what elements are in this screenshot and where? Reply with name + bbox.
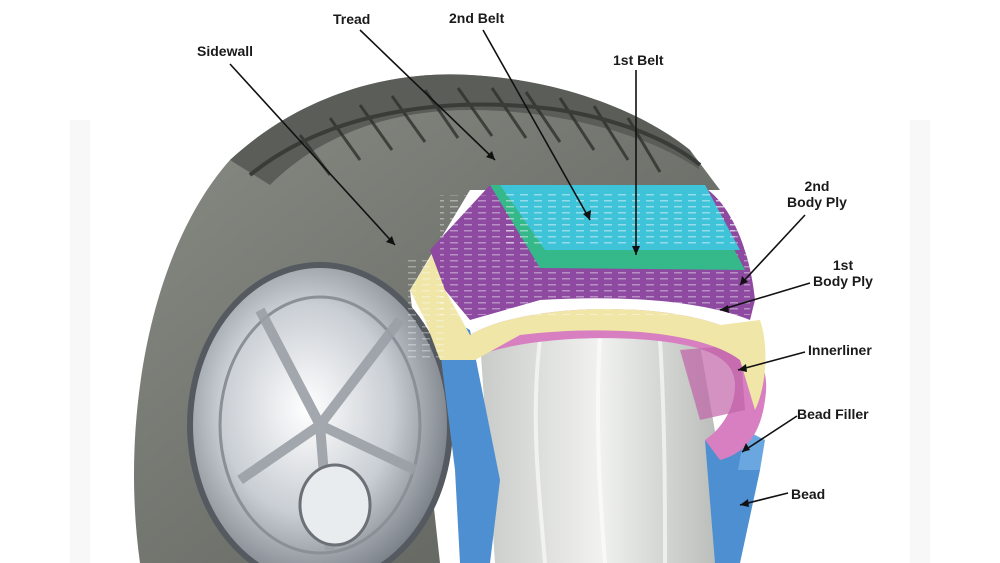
bead-shape-left: [435, 310, 500, 563]
leader-lines: [229, 29, 811, 506]
label-2nd-belt: 2nd Belt: [449, 10, 505, 26]
label-1st-belt: 1st Belt: [613, 52, 664, 68]
label-1st-body-ply-line1: 1st: [832, 257, 854, 273]
tread-shape: [230, 74, 700, 185]
label-bead-filler: Bead Filler: [797, 406, 869, 422]
label-2nd-body-ply-line2: Body Ply: [787, 194, 847, 210]
label-tread: Tread: [333, 11, 371, 27]
label-bead: Bead: [791, 486, 826, 502]
label-2nd-body-ply: 2nd Body Ply: [784, 178, 850, 210]
label-sidewall: Sidewall: [197, 43, 254, 59]
label-1st-body-ply-line2: Body Ply: [813, 273, 873, 289]
label-innerliner: Innerliner: [808, 342, 872, 358]
label-1st-body-ply: 1st Body Ply: [810, 257, 876, 289]
leader-arrowheads: [386, 151, 750, 507]
body-ply-1-shape: [410, 250, 766, 410]
label-2nd-body-ply-line1: 2nd: [804, 178, 830, 194]
